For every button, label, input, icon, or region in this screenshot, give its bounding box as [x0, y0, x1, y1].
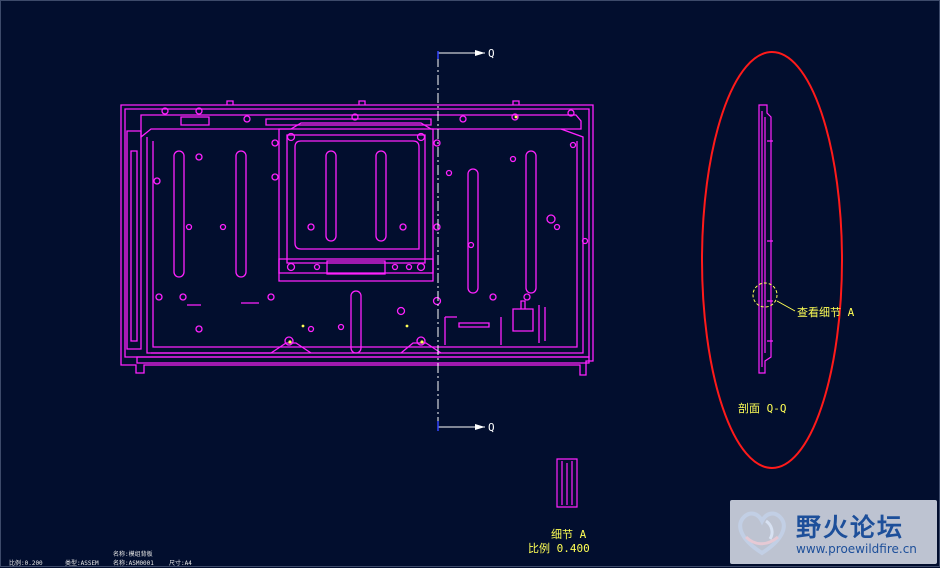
highlight-ellipse	[701, 51, 843, 469]
watermark-title: 野火论坛	[796, 513, 905, 542]
detail-scale: 比例 0.400	[528, 542, 590, 555]
section-cut-line[interactable]	[437, 50, 485, 431]
main-view-backplate[interactable]	[120, 100, 594, 376]
detail-a-view[interactable]	[556, 458, 578, 508]
section-mark-bottom: Q	[488, 421, 495, 434]
forum-watermark: 野火论坛 www.proewildfire.cn	[730, 500, 937, 564]
section-title: 剖面 Q-Q	[738, 402, 787, 415]
section-view-qq[interactable]	[758, 104, 773, 374]
detail-leader-line	[776, 300, 796, 312]
detail-title: 细节 A	[551, 528, 587, 541]
title-block-name-top: 名称:模组背板	[113, 551, 153, 558]
section-mark-top: Q	[488, 47, 495, 60]
title-block-scale: 比例:0.200	[9, 560, 43, 567]
main-view-markers	[288, 115, 518, 344]
title-block-type: 类型:ASSEM	[65, 560, 99, 567]
detail-callout-label: 查看细节 A	[797, 306, 855, 319]
detail-a-circle[interactable]	[752, 282, 778, 308]
watermark-url: www.proewildfire.cn	[796, 542, 917, 556]
title-block-name: 名称:ASM0001	[113, 560, 154, 567]
title-block-size: 尺寸:A4	[169, 560, 192, 567]
